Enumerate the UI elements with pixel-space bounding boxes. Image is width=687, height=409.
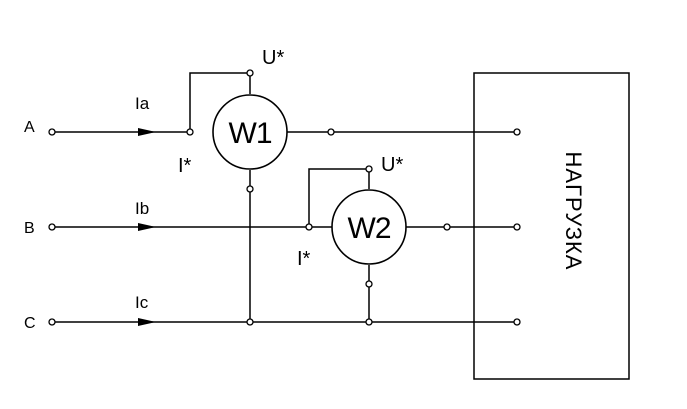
current-arrow-a bbox=[138, 128, 156, 136]
w1-current-mark: I* bbox=[178, 155, 192, 177]
wattmeter-w2 bbox=[331, 189, 407, 265]
current-a-label: Ia bbox=[135, 94, 150, 113]
load-terminal-c bbox=[513, 318, 521, 326]
w2-voltage-loop bbox=[308, 168, 370, 227]
w2-current-mark: I* bbox=[297, 248, 311, 270]
node-c-w1 bbox=[246, 318, 254, 326]
node-w1-current-in bbox=[186, 128, 194, 136]
node-w2-voltage-bottom bbox=[365, 280, 373, 288]
load-box bbox=[473, 72, 630, 380]
wattmeter-w1 bbox=[212, 94, 288, 170]
terminal-c bbox=[48, 318, 56, 326]
terminal-b bbox=[48, 223, 56, 231]
phase-b-label: B bbox=[24, 220, 35, 237]
current-c-label: Ic bbox=[135, 293, 149, 312]
current-arrow-c bbox=[138, 318, 156, 326]
w1-voltage-loop bbox=[189, 72, 251, 132]
load-terminal-a bbox=[513, 128, 521, 136]
load-label: НАГРУЗКА bbox=[561, 152, 586, 271]
wattmeter-w2-label: W2 bbox=[348, 212, 391, 245]
node-c-w2 bbox=[365, 318, 373, 326]
node-w1-voltage-bottom bbox=[246, 185, 254, 193]
load-terminal-b bbox=[513, 223, 521, 231]
wattmeter-w1-label: W1 bbox=[229, 117, 272, 150]
current-arrow-b bbox=[138, 223, 156, 231]
w1-voltage-mark: U* bbox=[262, 47, 284, 69]
node-w1-current-out bbox=[327, 128, 335, 136]
node-w2-voltage-top bbox=[365, 165, 373, 173]
phase-a-label: A bbox=[24, 119, 35, 136]
current-b-label: Ib bbox=[135, 199, 149, 218]
node-w1-voltage-top bbox=[246, 69, 254, 77]
w2-voltage-mark: U* bbox=[381, 154, 403, 176]
terminal-a bbox=[48, 128, 56, 136]
phase-c-label: C bbox=[24, 315, 36, 332]
node-w2-current-in bbox=[305, 223, 313, 231]
node-w2-current-out bbox=[443, 223, 451, 231]
